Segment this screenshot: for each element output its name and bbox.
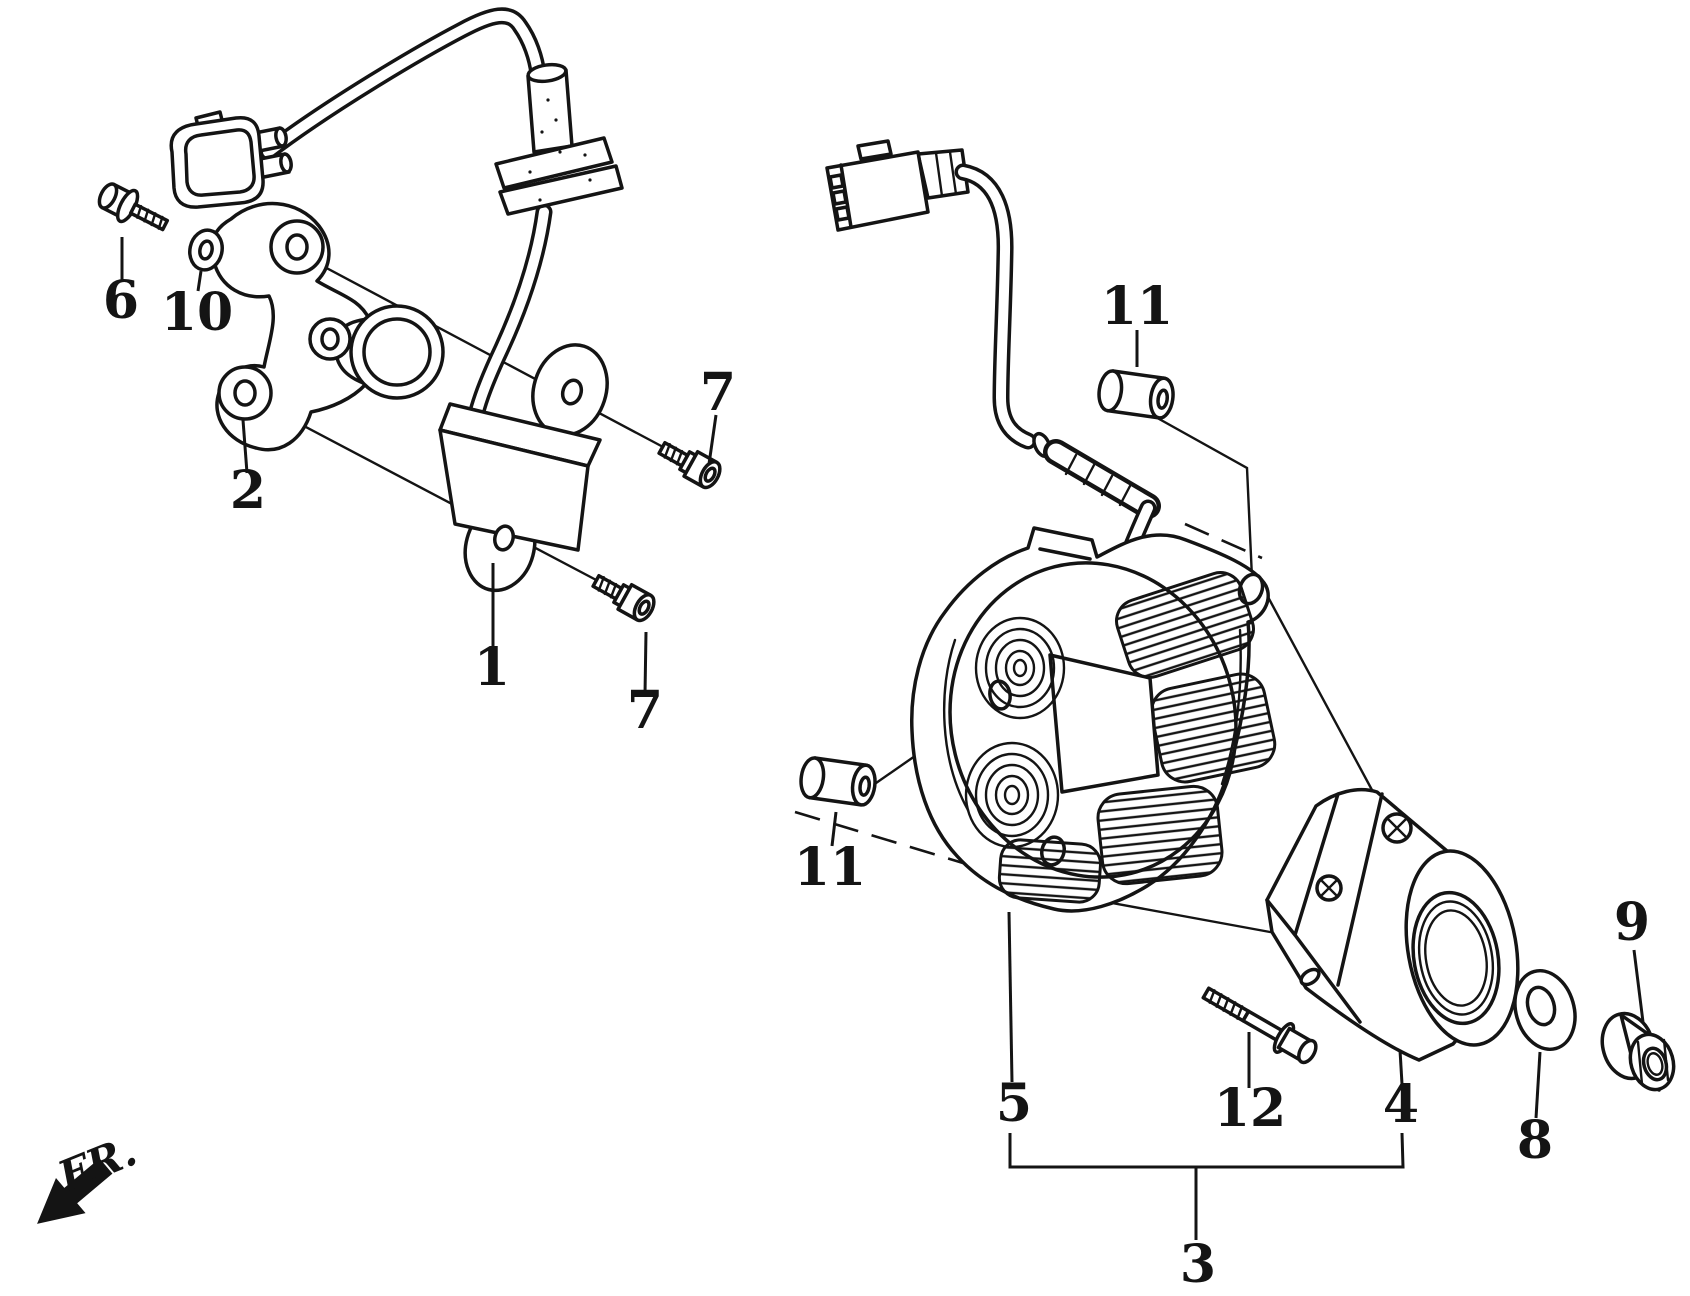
coil-winding-west (974, 616, 1066, 720)
mounting-bracket (209, 201, 445, 452)
rotor-screw-lower (1315, 874, 1343, 902)
callout-10: 10 (161, 282, 233, 343)
collar-11-lower (799, 756, 877, 807)
callout-2: 2 (230, 460, 266, 521)
leader-lines (120, 237, 1645, 1240)
sensor-unit (438, 343, 609, 593)
rotor-screw-upper (1381, 812, 1413, 844)
washer-8 (1513, 968, 1577, 1052)
socket-bolt-7-upper (657, 441, 722, 490)
flange-bolt-12 (1201, 986, 1318, 1065)
callout-6: 6 (103, 270, 139, 331)
callout-12: 12 (1214, 1078, 1286, 1139)
callout-3: 3 (1180, 1234, 1216, 1295)
callout-1: 1 (474, 637, 510, 698)
stator-harness-wire (954, 163, 1161, 614)
right-assembly (799, 139, 1676, 1092)
fr-label: FR. (50, 1126, 143, 1202)
stator-coils (948, 561, 1277, 904)
fr-arrow-icon (37, 1158, 113, 1224)
callout-11-lower: 11 (794, 837, 866, 898)
callout-7-upper: 7 (700, 362, 736, 423)
flange-nut-9 (1600, 1011, 1676, 1092)
callout-5: 5 (996, 1073, 1032, 1134)
grommet-seal (494, 62, 624, 216)
callout-7-lower: 7 (627, 680, 663, 741)
flywheel-rotor (1265, 787, 1520, 1062)
flange-bolt-6 (97, 182, 170, 232)
callout-8: 8 (1517, 1110, 1553, 1171)
collar-11-upper (1097, 369, 1175, 420)
callout-4: 4 (1383, 1074, 1419, 1135)
wire-connector-3pin (825, 139, 970, 232)
socket-bolt-7-lower (591, 574, 656, 623)
callout-9: 9 (1614, 892, 1650, 953)
wire-connector-2pin (169, 110, 293, 209)
callout-11-upper: 11 (1101, 276, 1173, 337)
front-direction-indicator: FR. (37, 1126, 143, 1224)
washer-10 (188, 228, 224, 272)
coil-winding-southwest (964, 741, 1060, 849)
